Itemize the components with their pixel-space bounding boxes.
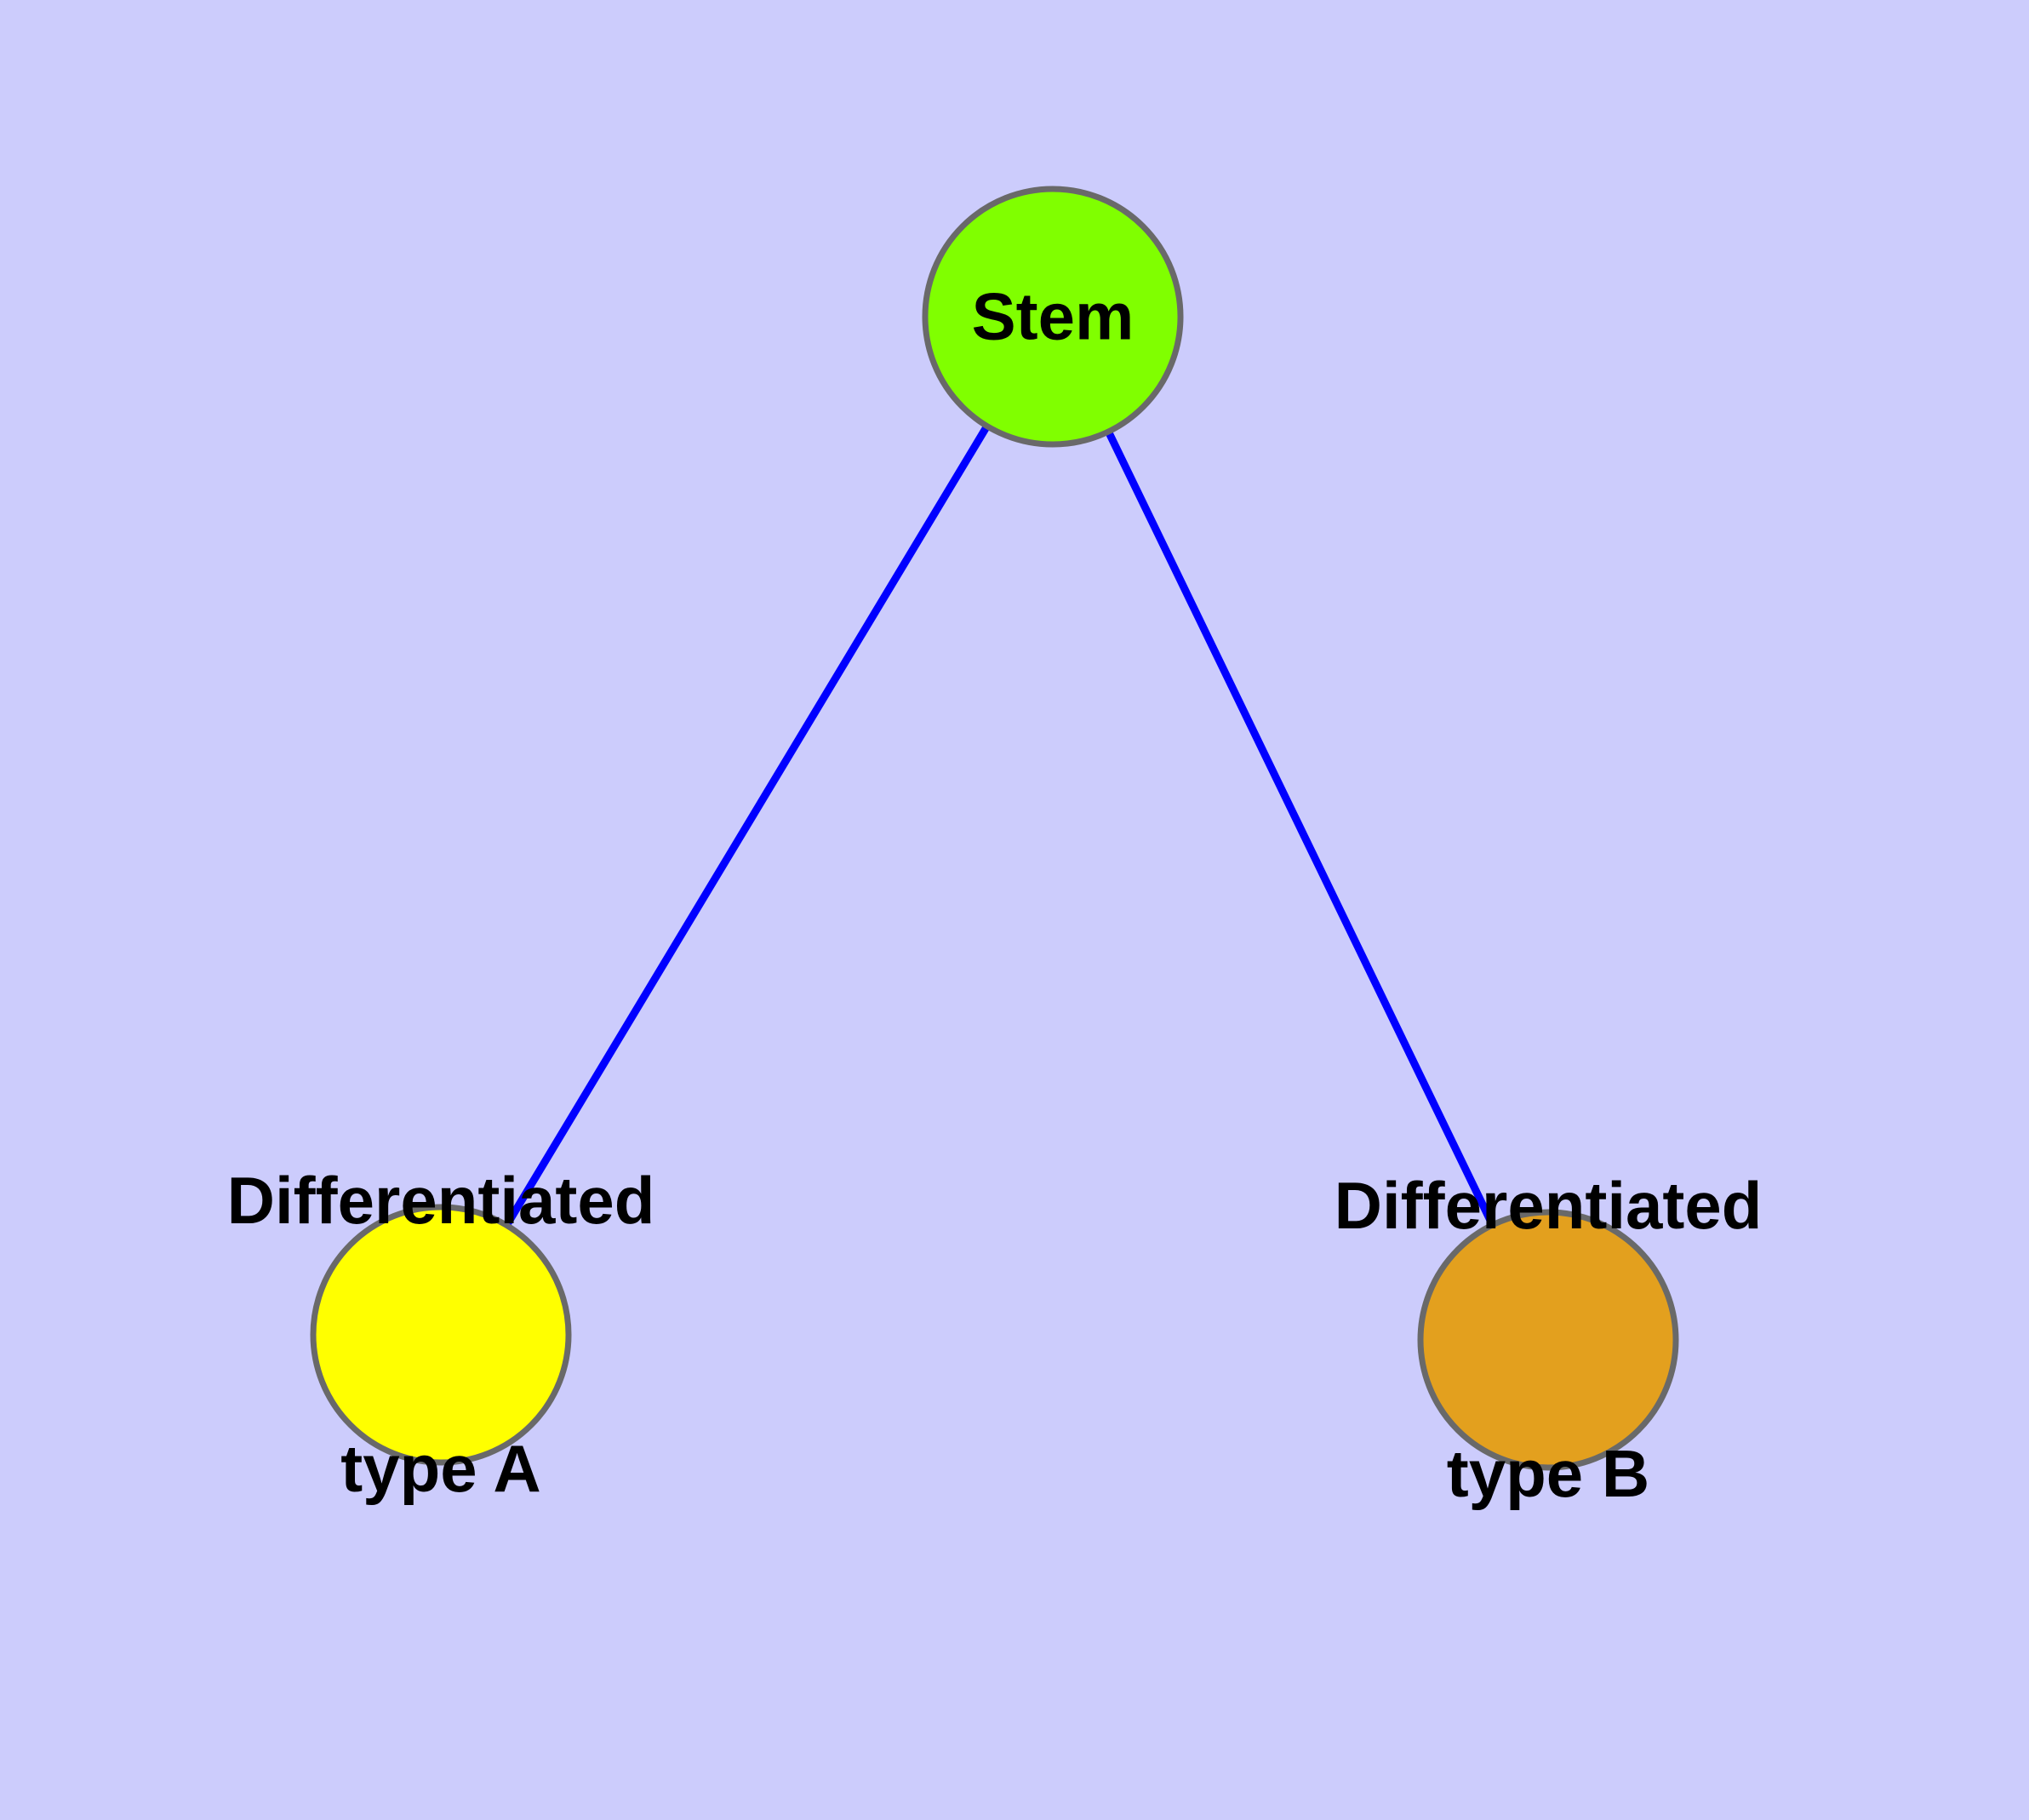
edge-stem-to-differentiated-type-a[interactable] — [437, 312, 1057, 1339]
edge-layer — [437, 312, 1552, 1344]
edge-stem-to-differentiated-type-b[interactable] — [1049, 312, 1552, 1344]
node-layer — [310, 186, 1679, 1471]
node-stem[interactable] — [922, 186, 1184, 448]
node-differentiated-type-b[interactable] — [1417, 1209, 1679, 1471]
node-differentiated-type-a[interactable] — [310, 1204, 572, 1466]
